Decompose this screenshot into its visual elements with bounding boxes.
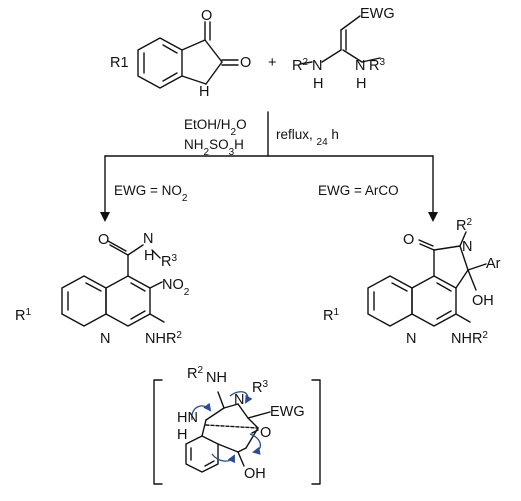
product-right-ring-n: N <box>406 331 416 347</box>
product-left-r1: R1 <box>15 307 31 325</box>
curly-arrows <box>191 391 261 464</box>
product-left-amine: NHR2 <box>145 330 182 348</box>
product-left-o: O <box>98 232 109 248</box>
intermediate-ewg: EWG <box>270 404 305 420</box>
isatin-structure <box>137 21 239 89</box>
intermediate-r2: R2 <box>187 365 203 383</box>
intermediate-structure <box>185 391 271 473</box>
product-right-structure <box>367 231 487 327</box>
product-right-o: O <box>403 232 414 248</box>
isatin-nh-label: H <box>199 84 209 100</box>
isatin-o-top-label: O <box>201 8 212 24</box>
branch-left-label: EWG = NO2 <box>114 183 188 204</box>
isatin-o-right-label: O <box>240 55 251 71</box>
enediamine-h-left: H <box>313 76 323 92</box>
product-right-ar: Ar <box>486 256 501 272</box>
enediamine-ewg-label: EWG <box>360 6 395 22</box>
product-left-ring-n: N <box>100 331 110 347</box>
enediamine-n-right: N <box>355 58 365 74</box>
intermediate-n: N <box>234 392 244 408</box>
product-left-nitro: NO2 <box>162 277 190 298</box>
product-left-r3: R3 <box>161 253 177 271</box>
branch-right-label: EWG = ArCO <box>318 183 399 198</box>
enediamine-structure <box>299 15 381 65</box>
product-right-n: N <box>462 239 472 255</box>
intermediate-hn: HN <box>177 410 198 426</box>
intermediate-oh: OH <box>244 466 266 482</box>
product-left-n: N <box>143 231 153 247</box>
product-right-r2: R2 <box>456 217 472 235</box>
intermediate-brackets <box>153 379 321 485</box>
enediamine-h-right: H <box>356 76 366 92</box>
enediamine-r3-label: R3 <box>369 57 385 75</box>
product-right-oh: OH <box>472 293 494 309</box>
condition-solvent: EtOH/H2O <box>184 117 247 138</box>
product-right-r1: R1 <box>323 307 339 325</box>
condition-temp-time: reflux, 24 h <box>276 127 339 148</box>
intermediate-r3: R3 <box>252 379 268 397</box>
condition-catalyst: NH2SO3H <box>184 137 244 158</box>
product-left-h: H <box>144 248 154 264</box>
product-left-structure <box>61 240 165 327</box>
intermediate-nh-top: NH <box>206 370 227 386</box>
intermediate-h: H <box>177 427 187 443</box>
enediamine-r2-label: R2 <box>292 57 308 75</box>
intermediate-o: O <box>260 425 271 441</box>
plus-sign: + <box>268 55 276 71</box>
enediamine-n-left: N <box>312 58 322 74</box>
product-right-amine: NHR2 <box>451 330 488 348</box>
isatin-r1-label: R1 <box>110 55 129 71</box>
